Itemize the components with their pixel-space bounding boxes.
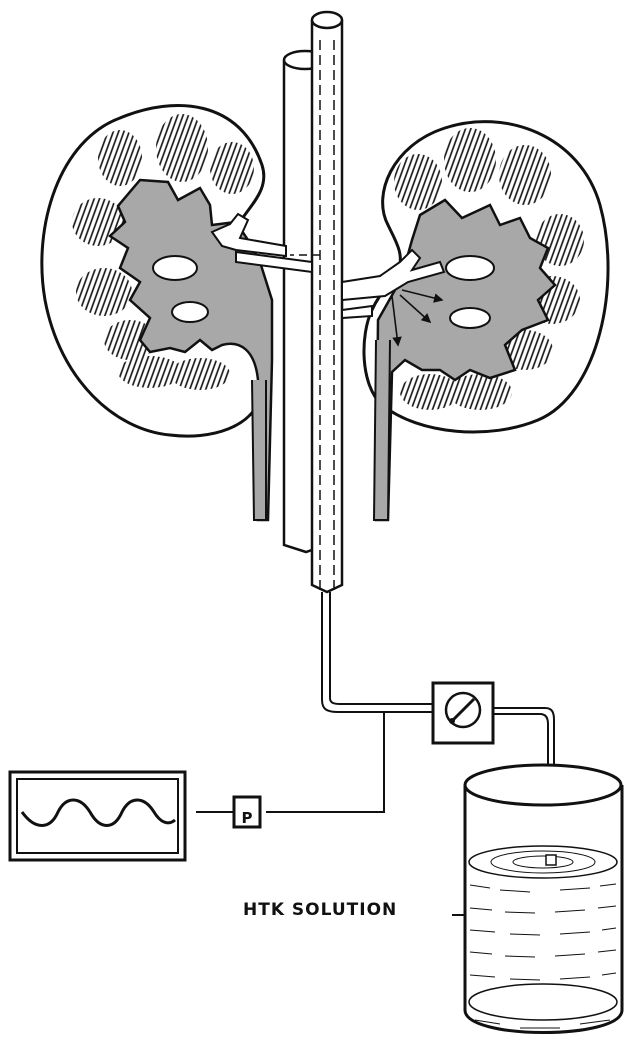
left-kidney [42, 106, 272, 520]
right-kidney [364, 122, 608, 520]
pressure-waveform-monitor [10, 772, 185, 860]
solution-beaker [452, 765, 622, 1033]
left-ureter [252, 380, 266, 520]
htk-solution-label: HTK SOLUTION [243, 900, 397, 920]
pressure-transducer-label: P [234, 809, 260, 827]
right-ureter [374, 340, 390, 520]
roller-pump-icon [433, 683, 493, 743]
aorta [312, 12, 342, 592]
